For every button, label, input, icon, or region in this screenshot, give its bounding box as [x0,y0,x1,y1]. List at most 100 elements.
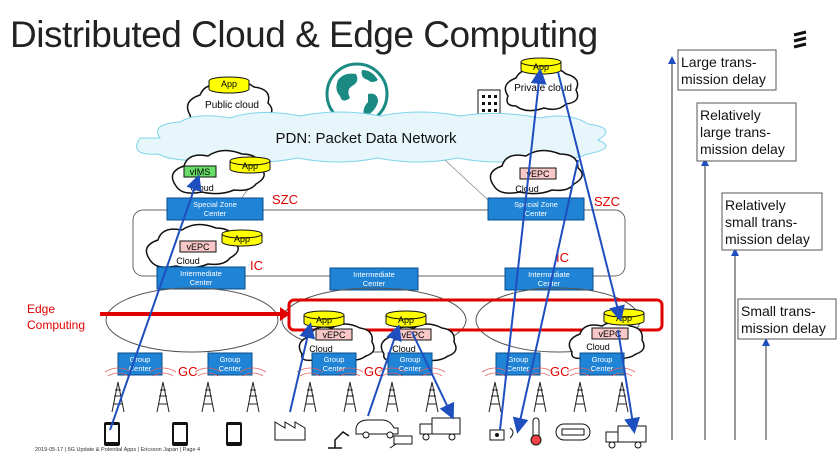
center-label-line: Center [219,364,242,373]
vims-tag: vIMS [190,167,211,177]
truck-icon-2 [605,425,647,449]
center-label-line: Center [507,364,530,373]
thermometer-icon [530,417,542,446]
center-label-line: Center [399,364,422,373]
delay-label-line: mission delay [725,231,810,247]
delay-label-small: Small trans-mission delay [741,303,826,336]
ic-left-label: Intermediate [180,269,222,278]
szc-left-cloud-label: Cloud [190,183,214,193]
szc-right-cloud: vEPC Cloud [489,149,583,195]
gc-red-label-2: GC [364,364,384,379]
phone-icons [104,422,242,446]
ic-label-left: IC [250,258,263,273]
center-label-line: Center [363,279,386,288]
szc-right-label: Special Zone [514,200,558,209]
gc-label-2: Group [220,355,241,364]
szc-left-app-tag: App [242,161,258,171]
page-title: Distributed Cloud & Edge Computing [10,14,598,55]
delay-label-line: mission delay [681,71,766,87]
delay-label-line: small trans- [725,214,798,230]
ic-left-app-tag: App [234,234,250,244]
center-label-line: Center [129,364,152,373]
edge1-cloud-label: Cloud [309,344,333,354]
szc-left-label: Special Zone [193,200,237,209]
private-cloud-label: Private cloud [514,83,572,94]
gc-label-5: Group [508,355,529,364]
szc-right-vepc-tag: vEPC [526,169,550,179]
edge3-cloud-label: Cloud [586,342,610,352]
pdn-cloud: PDN: Packet Data Network [136,111,607,163]
center-label-line: Center [323,364,346,373]
ic-middle-label: Intermediate [353,270,395,279]
center-label-line: Center [591,364,614,373]
edge-computing-highlight [287,298,664,332]
data-flow-arrows [109,68,641,434]
gc-label-3: Group [324,355,345,364]
truck-icon-1 [419,417,461,441]
edge2-cloud-label: Cloud [392,344,416,354]
gc-ellipse-left [105,287,279,353]
szc-label-right: SZC [594,194,620,209]
center-label-line: Center [204,209,227,218]
gc-red-label-1: GC [178,364,198,379]
robot-arm-icon [328,431,350,449]
edge-computing-text: Edge [27,302,55,316]
delay-label-line: mission delay [700,141,785,157]
gc-label-1: Group [130,355,151,364]
center-label-line: Center [190,278,213,287]
delay-label-large: Large trans-mission delay [681,54,766,87]
sensor-icon [489,427,514,441]
private-cloud: Private cloud App [504,57,579,112]
ic-right-label: Intermediate [528,270,570,279]
ic-left-cloud: vEPC Cloud App [145,223,263,269]
gc-ellipse-middle [281,287,467,353]
edge1-vepc-tag: vEPC [322,330,346,340]
pdn-label: PDN: Packet Data Network [276,130,457,147]
footer-text: 2019-05-17 | 5G Update & Potential Apps … [35,447,201,453]
public-app-tag: App [221,79,237,89]
ic-label-right: IC [556,250,569,265]
ic-left-cloud-label: Cloud [176,256,200,266]
edge3-vepc-tag: vEPC [598,329,622,339]
gc-label-4: Group [400,355,421,364]
camera-icon [389,435,413,449]
private-app-tag: App [533,62,549,72]
delay-label-line: mission delay [741,320,826,336]
factory-icon [274,421,306,441]
gc-red-label-3: GC [550,364,570,379]
ericsson-logo-icon [793,30,807,49]
center-label-line: Center [538,279,561,288]
ic-left-vepc-tag: vEPC [186,242,210,252]
delay-label-line: large trans- [700,124,771,140]
edge-computing-text-line-2: Computing [27,318,85,332]
edge2-app-tag: App [398,315,414,325]
edge1-app-tag: App [316,315,332,325]
car-icon [355,419,399,439]
center-label-line: Center [525,209,548,218]
